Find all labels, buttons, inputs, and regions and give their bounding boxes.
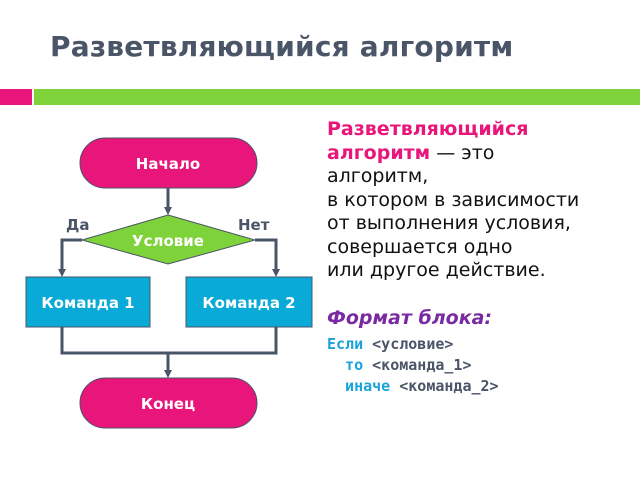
then-keyword: то: [327, 356, 364, 374]
else-keyword: иначе: [327, 377, 391, 395]
page-title: Разветвляющийся алгоритм: [50, 30, 514, 63]
command1-block: [25, 276, 151, 328]
if-argument: <условие>: [363, 335, 454, 353]
definition-text: Разветвляющийся алгоритм — это алгоритм,…: [327, 118, 579, 283]
definition-line: совершается одно: [327, 235, 513, 258]
definition-line: от выполнения условия,: [327, 212, 571, 234]
arrow-no-branch: [255, 238, 280, 277]
accent-bar-green: [34, 89, 640, 105]
term-line-2: алгоритм: [327, 141, 431, 164]
end-label: Конец: [141, 395, 195, 413]
definition-line: или другое действие.: [327, 259, 546, 281]
then-argument: <команда_1>: [363, 356, 472, 374]
merge-line: [60, 327, 278, 355]
definition-dash: — это: [430, 141, 495, 164]
arrow-yes-branch: [58, 238, 82, 277]
format-code: Если <условие> то <команда_1> иначе <ком…: [327, 334, 499, 397]
start-label: Начало: [136, 155, 200, 173]
flow-connectors: [58, 188, 280, 378]
format-heading: Формат блока:: [327, 307, 493, 329]
start-block: [79, 137, 258, 189]
command1-label: Команда 1: [41, 294, 134, 312]
if-keyword: Если: [327, 335, 364, 353]
else-argument: <команда_2>: [390, 377, 499, 395]
end-block: [79, 377, 258, 429]
yes-label: Да: [66, 216, 89, 234]
condition-block: [80, 214, 257, 265]
term-line-1: Разветвляющийся: [327, 118, 529, 140]
definition-line: алгоритм,: [327, 165, 429, 187]
command2-block: [185, 276, 313, 328]
definition-line: в котором в зависимости: [327, 188, 580, 211]
no-label: Нет: [238, 216, 270, 234]
command2-label: Команда 2: [202, 294, 295, 312]
condition-label: Условие: [132, 232, 204, 250]
accent-bar-pink: [0, 89, 32, 105]
